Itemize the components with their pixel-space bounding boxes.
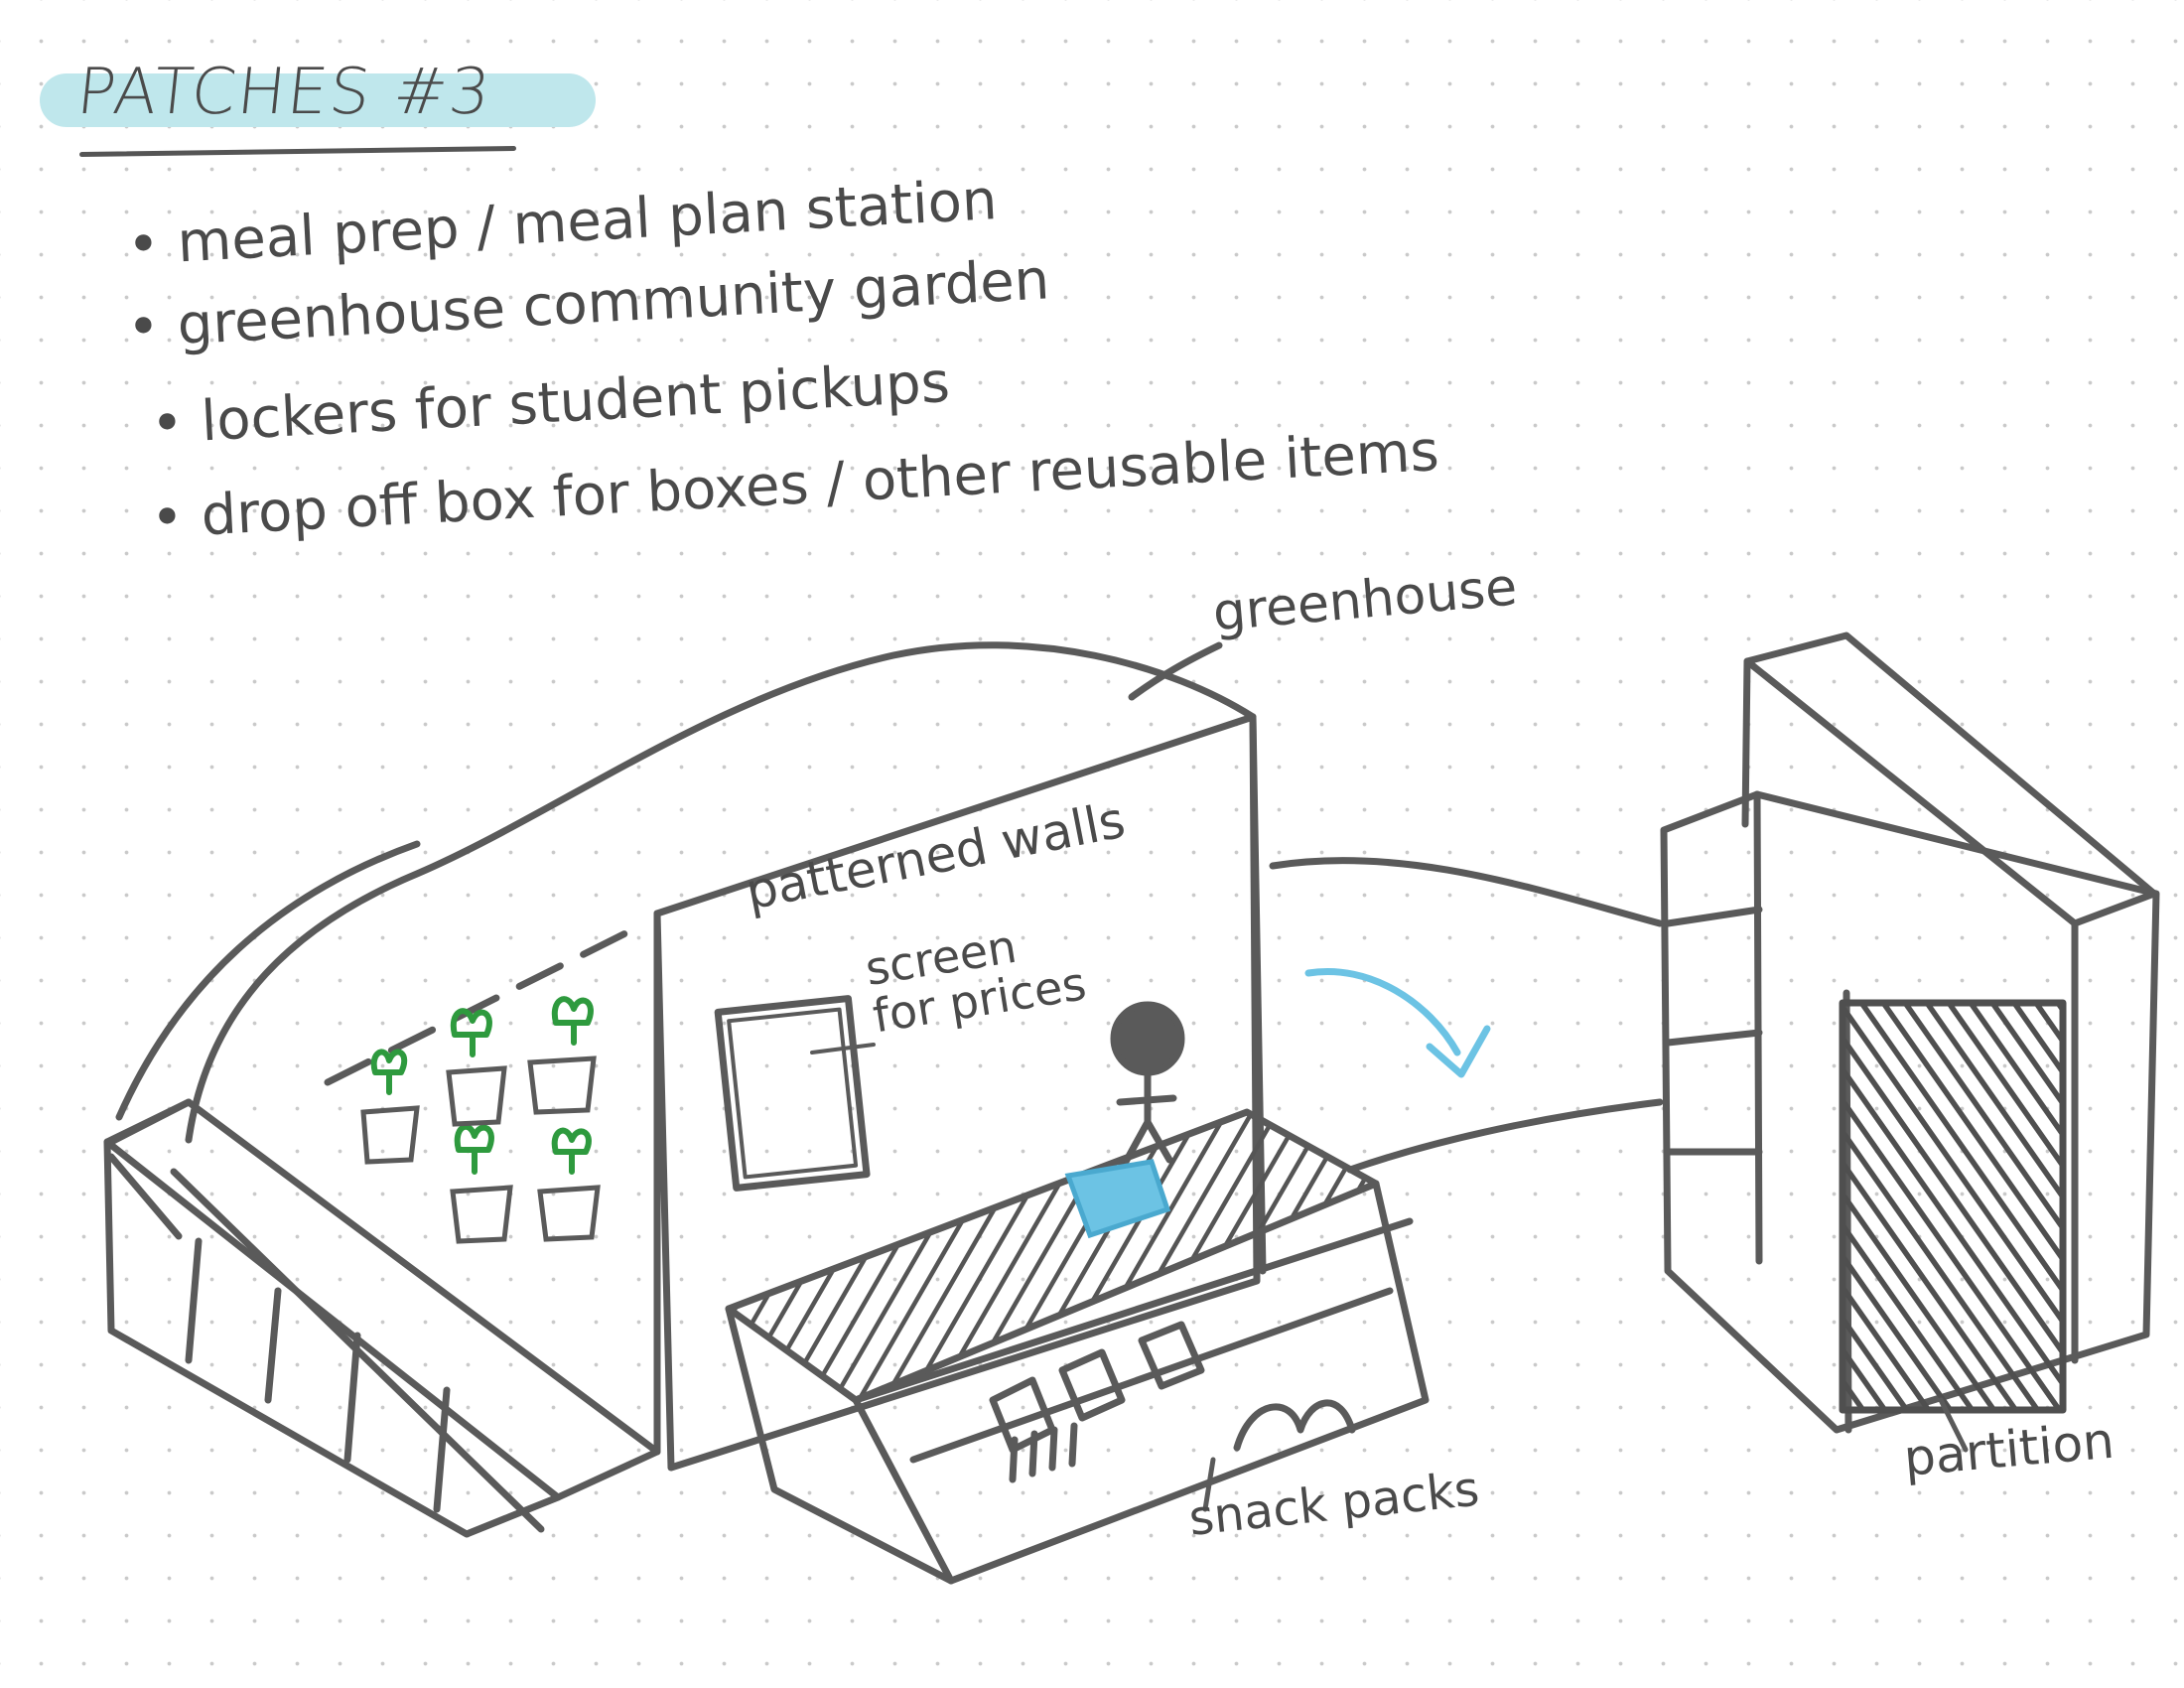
greenhouse-leader [1128, 641, 1223, 701]
snack-arch [1009, 1422, 1078, 1483]
greenhouse-dome [185, 641, 1257, 1144]
greenhouse-base-front [103, 1138, 562, 1538]
title-block: PATCHES #3 [40, 56, 596, 129]
snack-leader [1202, 1457, 1216, 1512]
counter-top [725, 1108, 1380, 1404]
plant-pot [450, 1185, 513, 1244]
plant-sprout-icon [454, 1123, 494, 1175]
plant-pot [527, 1055, 597, 1115]
staff-figure-body [1116, 1070, 1177, 1166]
plant-sprout-icon [551, 1127, 592, 1175]
plant-sprout-icon [450, 1008, 492, 1057]
plant-pot [360, 1105, 420, 1165]
partition-leader [1938, 1397, 1969, 1453]
title-highlight [40, 73, 596, 127]
plant-sprout-icon [370, 1049, 408, 1095]
snack-pack [989, 1376, 1056, 1454]
snack-arch [1233, 1399, 1356, 1452]
staff-figure-head [1110, 1001, 1185, 1076]
flow-arrowhead-icon [1426, 1025, 1491, 1078]
plant-pot [446, 1065, 507, 1127]
snack-pack [1058, 1348, 1126, 1422]
shed-front-wall [653, 713, 1261, 1472]
walkway [1269, 857, 1664, 927]
partition-hatched-panel [1839, 999, 2067, 1414]
greenhouse-dome-inner [115, 840, 421, 1121]
snack-pack [1138, 1321, 1205, 1390]
order-tablet [1064, 1159, 1171, 1239]
roof-dashed-line [324, 919, 649, 1086]
price-screen [714, 995, 871, 1192]
flow-arrow [1304, 968, 1461, 1056]
plant-pot [537, 1185, 601, 1242]
plant-sprout-icon [551, 996, 594, 1046]
